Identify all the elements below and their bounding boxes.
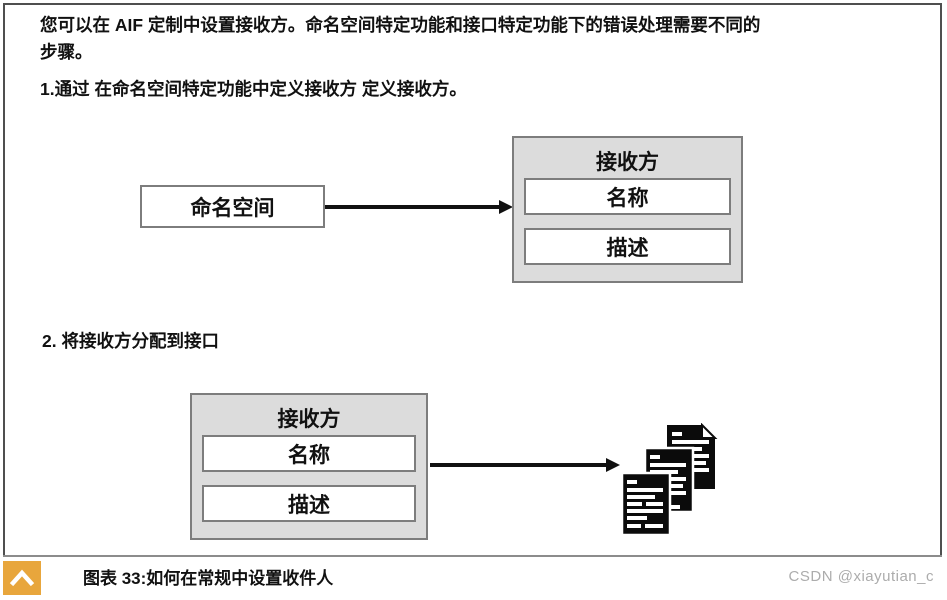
receiver-1-title: 接收方 [596,151,659,174]
arrow-2-head-icon [606,458,620,472]
arrow-1-line [325,205,500,209]
namespace-box: 命名空间 [140,185,325,228]
step-2-text: 2. 将接收方分配到接口 [42,331,219,351]
receiver-1-field-name: 名称 [524,178,731,215]
arrow-2-line [430,463,608,467]
watermark-text: CSDN @xiayutian_c [788,567,934,585]
receiver-2-field-name: 名称 [202,435,416,472]
receiver-box-1: 接收方 名称 描述 [512,136,743,283]
documents-stack-icon [620,423,718,537]
intro-line-2: 步骤。 [40,42,93,62]
figure-caption-text: 图表 33:如何在常规中设置收件人 [83,568,334,588]
receiver-2-title: 接收方 [277,408,341,431]
step-1-text: 1.通过 在命名空间特定功能中定义接收方 定义接收方。 [40,79,467,99]
receiver-box-2: 接收方 名称 描述 [190,393,428,540]
intro-line-1: 您可以在 AIF 定制中设置接收方。命名空间特定功能和接口特定功能下的错误处理需… [40,15,761,35]
receiver-2-field-description: 描述 [202,485,416,522]
document-front [620,471,672,537]
collapse-figure-button[interactable] [3,561,41,595]
receiver-1-field-description: 描述 [524,228,731,265]
figure-frame [3,3,942,595]
chevron-up-icon [9,569,35,587]
figure-caption-bar: 图表 33:如何在常规中设置收件人 CSDN @xiayutian_c [3,555,942,595]
intro-paragraph: 您可以在 AIF 定制中设置接收方。命名空间特定功能和接口特定功能下的错误处理需… [40,12,920,66]
arrow-1-head-icon [499,200,513,214]
